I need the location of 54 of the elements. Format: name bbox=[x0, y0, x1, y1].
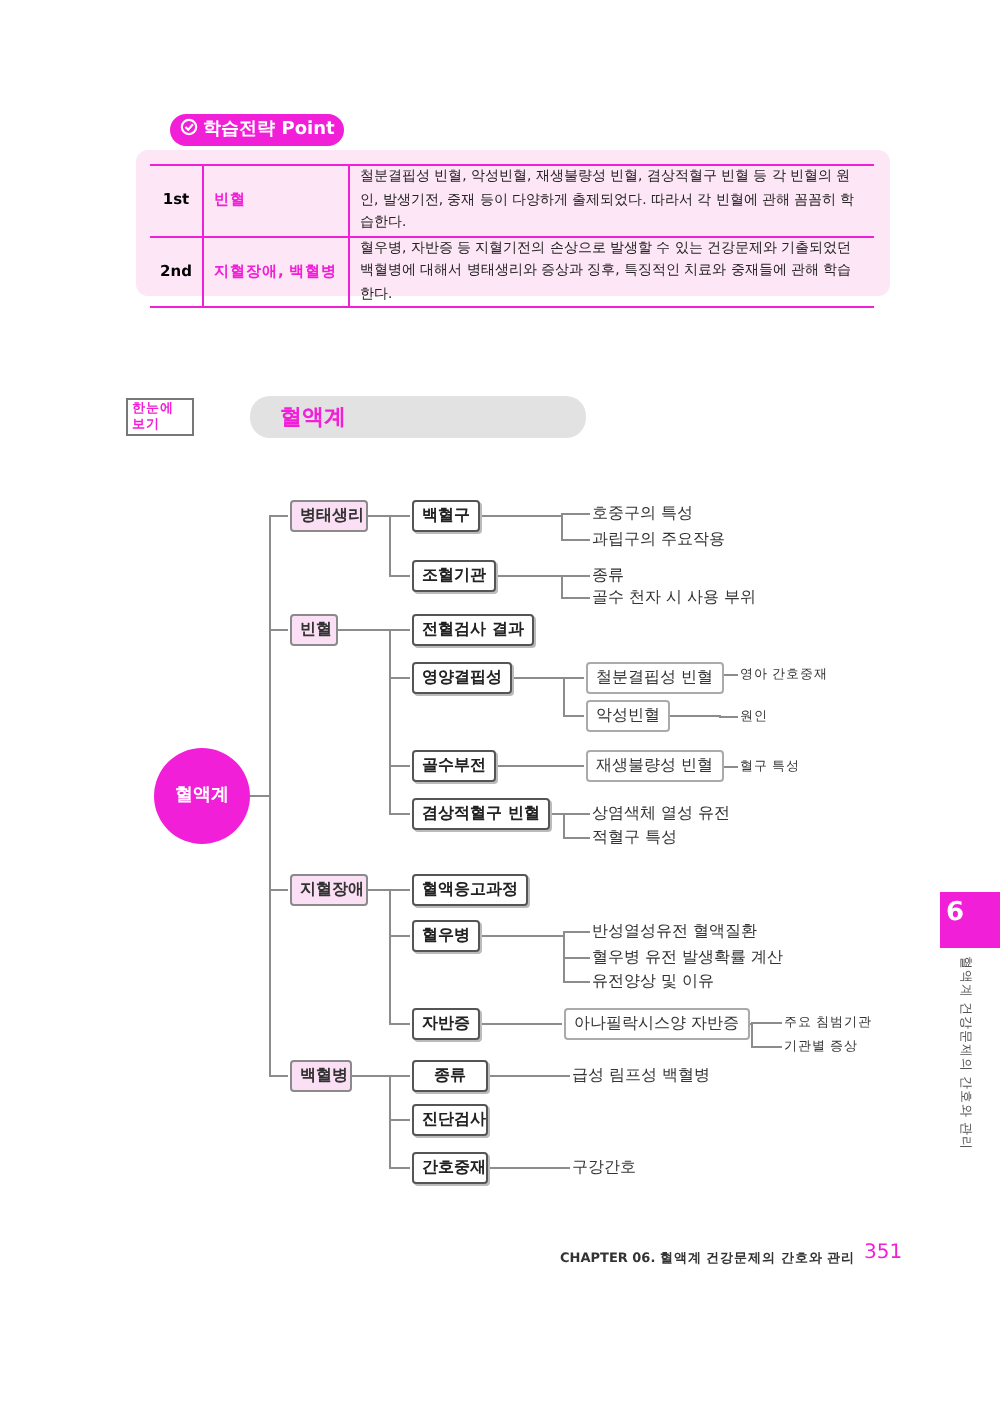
category-box: 빈혈 bbox=[290, 614, 338, 646]
topic-text: 유전양상 및 이유 bbox=[592, 972, 715, 992]
badge-text: 학습전략 Point bbox=[203, 120, 335, 140]
subtopic-box: 아나필락시스양 자반증 bbox=[564, 1008, 750, 1040]
category-box: 지혈장애 bbox=[290, 874, 368, 906]
topic-box: 전혈검사 결과 bbox=[412, 614, 534, 646]
subtopic-box: 악성빈혈 bbox=[586, 700, 670, 732]
connector-line bbox=[749, 1023, 783, 1048]
connector-line bbox=[367, 515, 411, 577]
topic-text: 과립구의 주요작용 bbox=[592, 530, 726, 550]
connector-line bbox=[511, 677, 585, 717]
topic-box: 영양결핍성 bbox=[412, 662, 512, 694]
subtopic-box: 재생불량성 빈혈 bbox=[586, 750, 724, 782]
topic-text: 급성 림프성 백혈병 bbox=[572, 1066, 711, 1086]
connector-line bbox=[487, 1075, 571, 1077]
topic-circle: 혈액계 bbox=[154, 748, 250, 844]
chapter-tab: 6 bbox=[940, 892, 1000, 948]
page-number: 351 bbox=[864, 1242, 903, 1264]
topic-box: 혈우병 bbox=[412, 920, 480, 952]
topic-text: 상염색체 열성 유전 bbox=[592, 804, 731, 824]
topic-box: 진단검사 bbox=[412, 1104, 488, 1136]
category-box: 백혈병 bbox=[290, 1060, 352, 1092]
connector-line bbox=[249, 795, 289, 1077]
connector-line bbox=[669, 715, 739, 718]
topic-box: 조혈기관 bbox=[412, 560, 496, 592]
connector-line bbox=[479, 935, 591, 983]
topic-box: 간호중재 bbox=[412, 1152, 488, 1184]
subtopic-box: 철분결핍성 빈혈 bbox=[586, 662, 724, 694]
category-box: 병태생리 bbox=[290, 500, 368, 532]
topic-text: 반성열성유전 혈액질환 bbox=[592, 922, 758, 942]
heading-bar: 혈액계 bbox=[250, 396, 586, 438]
topic-text: 구강간호 bbox=[572, 1158, 636, 1178]
topic-box: 골수부전 bbox=[412, 750, 496, 782]
topic-text: 혈우병 유전 발생확률 계산 bbox=[592, 948, 784, 968]
connector-line bbox=[549, 813, 591, 839]
topic-text: 호중구의 특성 bbox=[592, 504, 694, 524]
topic-text: 골수 천자 시 사용 부위 bbox=[592, 588, 757, 608]
connector-line bbox=[479, 1023, 563, 1025]
connector-line bbox=[495, 575, 591, 599]
connector-line bbox=[719, 674, 739, 679]
connector-line bbox=[749, 1022, 783, 1025]
connector-line bbox=[367, 889, 411, 1025]
topic-text: 종류 bbox=[592, 566, 624, 586]
connector-line bbox=[495, 765, 585, 767]
connector-line bbox=[351, 1075, 411, 1169]
connector-line bbox=[479, 515, 591, 541]
topic-box: 백혈구 bbox=[412, 500, 480, 532]
topic-box: 종류 bbox=[412, 1060, 488, 1092]
topic-box: 자반증 bbox=[412, 1008, 480, 1040]
topic-box: 혈액응고과정 bbox=[412, 874, 528, 906]
topic-box: 겸상적혈구 빈혈 bbox=[412, 798, 550, 830]
connector-line bbox=[487, 1167, 571, 1169]
topic-text: 적혈구 특성 bbox=[592, 828, 678, 848]
connector-line bbox=[337, 629, 411, 815]
